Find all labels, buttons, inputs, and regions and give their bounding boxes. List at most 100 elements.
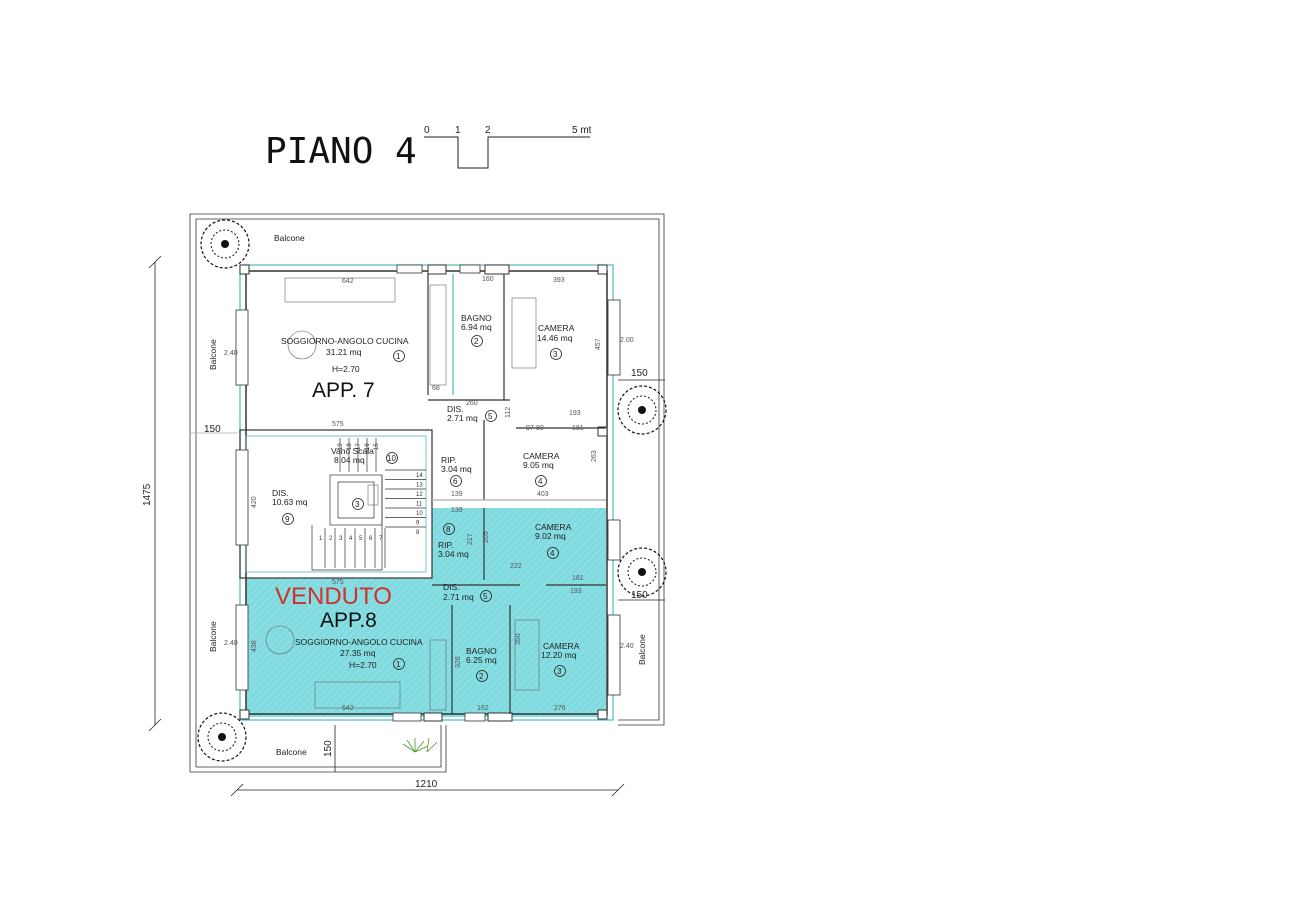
- dim: 217: [467, 533, 474, 545]
- room-area: 12.20 mq: [541, 650, 577, 660]
- dim: 80: [536, 425, 544, 432]
- apartment-name: APP.8: [320, 609, 377, 632]
- dim: 403: [537, 491, 549, 498]
- stair-number: 10: [416, 511, 423, 517]
- tree-icons: [197, 219, 667, 762]
- room-area: 3.04 mq: [438, 549, 469, 559]
- dimension-total-width: 1210: [415, 779, 438, 790]
- window-dim: 2.40: [620, 643, 634, 650]
- dim: 276: [554, 705, 566, 712]
- dim: 328: [455, 656, 462, 668]
- room-num: 8: [446, 525, 451, 534]
- stair-number: 14: [416, 473, 423, 479]
- dim: 575: [332, 579, 344, 586]
- stair-number: 7: [379, 536, 383, 542]
- room-name: BAGNO: [466, 646, 497, 656]
- dimension-total-height: 1475: [142, 483, 153, 506]
- room-num: 3: [557, 667, 562, 676]
- room-num: 10: [387, 454, 396, 463]
- room-num: 6: [453, 477, 458, 486]
- room-area: 2.71 mq: [443, 592, 474, 602]
- dim: 420: [251, 496, 258, 508]
- stair-number: 16: [365, 443, 371, 450]
- plant-icon: [402, 737, 438, 753]
- room-num: 2: [474, 337, 479, 346]
- stair-number: 3: [339, 536, 343, 542]
- room-name: Vano Scala: [331, 446, 374, 456]
- dimension-lines: [148, 255, 665, 797]
- apartment-7: SOGGIORNO-ANGOLO CUCINA 31.21 mq H=2.70 …: [281, 313, 575, 474]
- dim: 575: [332, 421, 344, 428]
- room-num: 2: [479, 672, 484, 681]
- room-area: 31.21 mq: [326, 347, 362, 357]
- room-num: 3: [553, 350, 558, 359]
- dim: 97: [526, 425, 534, 432]
- tree-icon: [617, 385, 667, 435]
- window-dim: 2.40: [224, 350, 238, 357]
- room-num: 1: [396, 352, 401, 361]
- dim: 112: [505, 407, 512, 418]
- room-area: 9.05 mq: [523, 460, 554, 470]
- tree-icon: [617, 547, 667, 597]
- stair-number: 11: [416, 502, 423, 508]
- dim: 438: [251, 640, 258, 652]
- room-height: H=2.70: [332, 364, 360, 374]
- stair-number: 12: [416, 492, 423, 498]
- room-num: 4: [538, 477, 543, 486]
- room-number-markers: [282, 335, 566, 682]
- balcony-label-left-lower: Balcone: [208, 621, 218, 652]
- room-name: CAMERA: [523, 451, 560, 461]
- room-area: 2.71 mq: [447, 413, 478, 423]
- room-num: 4: [550, 549, 555, 558]
- scale-tick-5: 5 mt: [572, 125, 592, 136]
- dim: 642: [342, 278, 354, 285]
- room-area: 10.63 mq: [272, 497, 308, 507]
- internal-dimensions: 642 160 393 457 68 260 112 193 97 181 57…: [224, 276, 634, 712]
- apartment-name: APP. 7: [312, 379, 375, 402]
- dim: 193: [569, 410, 581, 417]
- scale-tick-0: 0: [424, 125, 430, 136]
- windows: [235, 264, 621, 722]
- dim: 263: [591, 450, 598, 462]
- stair-number: 5: [359, 536, 363, 542]
- room-name: RIP.: [438, 540, 453, 550]
- stair-number: 17: [356, 443, 362, 450]
- room-name: DIS.: [443, 582, 460, 592]
- window-dim: 2.40: [224, 640, 238, 647]
- dim: 193: [570, 588, 582, 595]
- stair-number: 4: [349, 536, 353, 542]
- dimension-balcony-left: 150: [204, 424, 221, 435]
- room-area: 3.04 mq: [441, 464, 472, 474]
- dim: 393: [553, 277, 565, 284]
- room-name: CAMERA: [538, 323, 575, 333]
- room-number-labels: 1 2 3 5 4 6 10 9 3 8 5 4 1 2 3: [285, 337, 562, 681]
- scale-bar: 0 1 2 5 mt: [424, 125, 592, 169]
- dim: 181: [572, 575, 584, 582]
- stair-number: 19: [338, 443, 344, 450]
- dimension-balcony-right-lower: 150: [631, 590, 648, 601]
- dim: 160: [482, 276, 494, 283]
- dim: 457: [595, 338, 602, 350]
- common-areas: Vano Scala 8.04 mq DIS. 10.63 mq: [272, 446, 374, 507]
- room-area: 9.02 mq: [535, 531, 566, 541]
- room-height: H=2.70: [349, 660, 377, 670]
- room-name: RIP.: [441, 455, 456, 465]
- balcony-label-bottom: Balcone: [276, 747, 307, 757]
- lift-num: 3: [355, 500, 360, 509]
- balcony-label-right: Balcone: [637, 634, 647, 665]
- stair-number: 9: [416, 521, 420, 527]
- floor-title: PIANO 4: [265, 131, 417, 172]
- room-area: 8.04 mq: [334, 455, 365, 465]
- room-num: 5: [488, 412, 493, 421]
- balcony-label-top: Balcone: [274, 233, 305, 243]
- furniture: [265, 277, 540, 711]
- stair-number: 15: [374, 443, 380, 450]
- room-area: 27.35 mq: [340, 648, 376, 658]
- tree-icon: [197, 712, 247, 762]
- room-num: 9: [285, 515, 290, 524]
- stair-number: 1: [319, 536, 323, 542]
- dim: 181: [572, 425, 584, 432]
- scale-tick-2: 2: [485, 125, 491, 136]
